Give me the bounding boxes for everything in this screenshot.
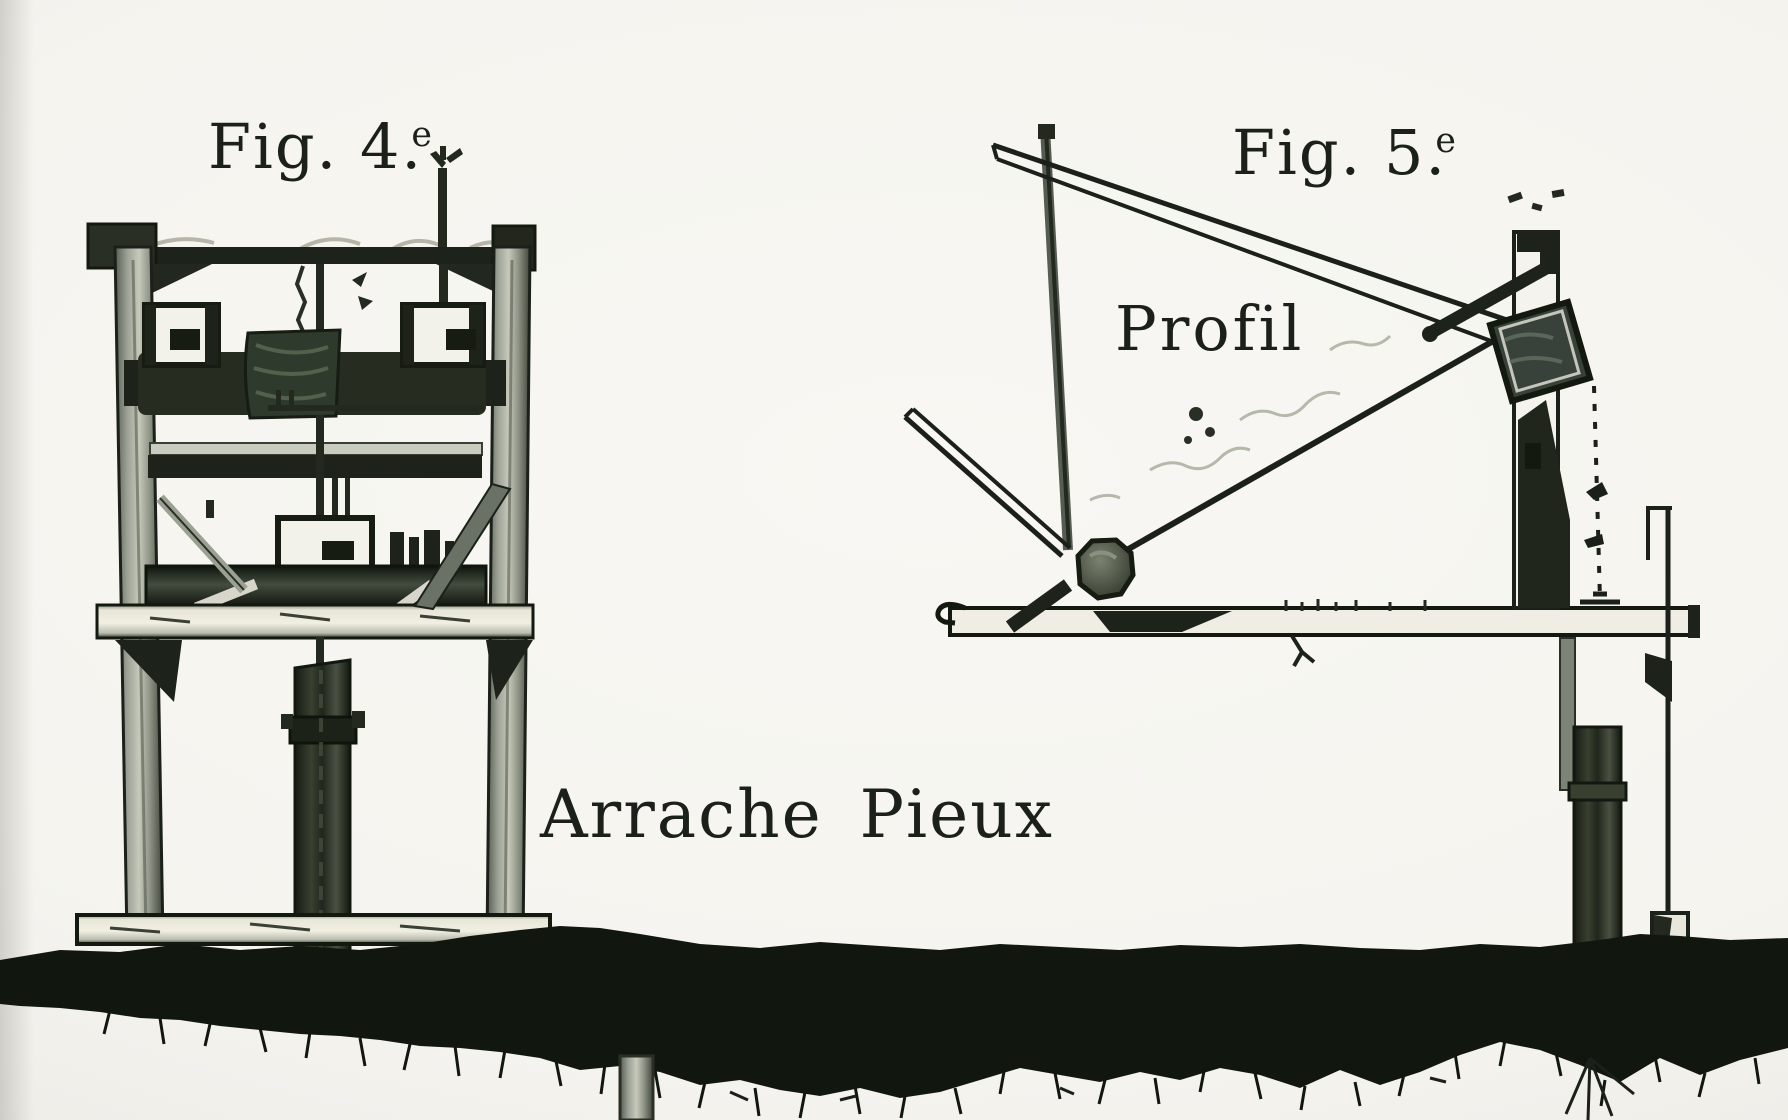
center-rod-lower [316, 415, 324, 520]
right-gudgeon [484, 360, 506, 406]
mast-head [1038, 124, 1055, 139]
fig4-label-text: Fig. 4. [208, 110, 424, 183]
middle-rail-dark [148, 455, 482, 478]
hook-mark-2 [358, 296, 373, 310]
ground-sill-beam [75, 913, 552, 946]
windlass [124, 302, 506, 420]
mast-core [1044, 129, 1071, 549]
head-block-mottle [1504, 332, 1563, 364]
roller-wedge-strut [1005, 579, 1073, 633]
rope-zigzag [294, 265, 308, 339]
profile-frame-post [1507, 189, 1570, 610]
sill-texture [149, 612, 471, 624]
sheave-box-slot [322, 541, 354, 560]
sketch-scribbles [1089, 334, 1392, 502]
right-bearing-block [400, 302, 486, 368]
profile-label: Profil [1115, 292, 1305, 365]
right-post-grain [503, 259, 514, 936]
right-knee-brace [436, 264, 495, 292]
base-beam-tally-marks [1284, 599, 1427, 611]
frame-post-cap [1517, 230, 1560, 252]
fig4-label-superscript: e [411, 115, 432, 156]
below-ground-debris [618, 1054, 1635, 1120]
lever-bottom-rail [996, 157, 1503, 347]
upper-thin-rail [268, 405, 484, 411]
frame-post-shadow [1518, 400, 1570, 608]
plate-caption: Arrache Pieux [540, 776, 1054, 853]
sapling-twigs [1564, 1056, 1635, 1120]
right-suspension-rod [439, 264, 448, 312]
fig4-structure [75, 146, 552, 977]
plate-edge-shading [0, 0, 34, 1120]
platform-corbel-right [486, 640, 533, 700]
base-beam-root-marks [1290, 634, 1316, 667]
base-beam [935, 599, 1700, 667]
pile-link-rod [316, 637, 324, 669]
handle-bottom-rail [911, 407, 1072, 550]
guide-rod-2 [345, 478, 350, 524]
left-bearing-block [142, 302, 221, 368]
handle-top-rail [903, 415, 1064, 558]
base-beam-shadow-patch [1093, 611, 1232, 632]
plumb-mark-upper [1586, 482, 1608, 500]
finial-rod [430, 146, 463, 260]
head-arm [1428, 261, 1552, 338]
diagonal-brace-right [413, 482, 512, 611]
fig5-label-text: Fig. 5. [1232, 116, 1448, 189]
top-beam [92, 247, 533, 264]
buried-post-stub [618, 1054, 655, 1120]
base-beam-hook-end [935, 602, 966, 626]
plumb-foot-mark [1580, 591, 1620, 605]
diagonal-brace-left-edge [159, 497, 245, 591]
rail-peg-1 [276, 390, 281, 406]
dash-specks [1507, 189, 1565, 212]
scattered-twigs [729, 1076, 1447, 1102]
beam-corbel-right [1645, 653, 1672, 702]
roller [1075, 537, 1136, 601]
small-peg [206, 500, 214, 518]
head-block-inner-border [1498, 309, 1581, 393]
head-arm-knob [1422, 326, 1438, 342]
lever-top-rail [992, 142, 1546, 336]
rail-peg-2 [289, 390, 294, 406]
base-beam-end-cap [1688, 605, 1700, 638]
ground-post-collar [1567, 781, 1628, 802]
pile-ear-left [281, 714, 293, 729]
left-knee-brace [150, 264, 212, 294]
ground-sill-texture [109, 922, 461, 934]
pile-ear-right [352, 711, 365, 728]
fig4-label: Fig. 4.e [208, 110, 432, 183]
center-suspension-rod [316, 264, 324, 358]
fig5-label-superscript: e [1435, 121, 1456, 162]
fig5-structure [903, 124, 1700, 984]
guide-rod-1 [332, 478, 338, 524]
lever-tip [991, 144, 999, 160]
ink-specks [1184, 407, 1215, 444]
pull-line [1102, 333, 1504, 566]
handle-tip [903, 407, 915, 419]
roller-highlight [1088, 550, 1118, 560]
fig5-label: Fig. 5.e [1232, 116, 1456, 189]
frame-post-mortise [1525, 443, 1541, 469]
hook-mark-1 [352, 272, 367, 287]
plumb-mark-lower [1584, 534, 1604, 548]
platform-corbel-left [115, 640, 182, 702]
ground [0, 926, 1788, 1098]
gauge-rod [1646, 506, 1690, 953]
